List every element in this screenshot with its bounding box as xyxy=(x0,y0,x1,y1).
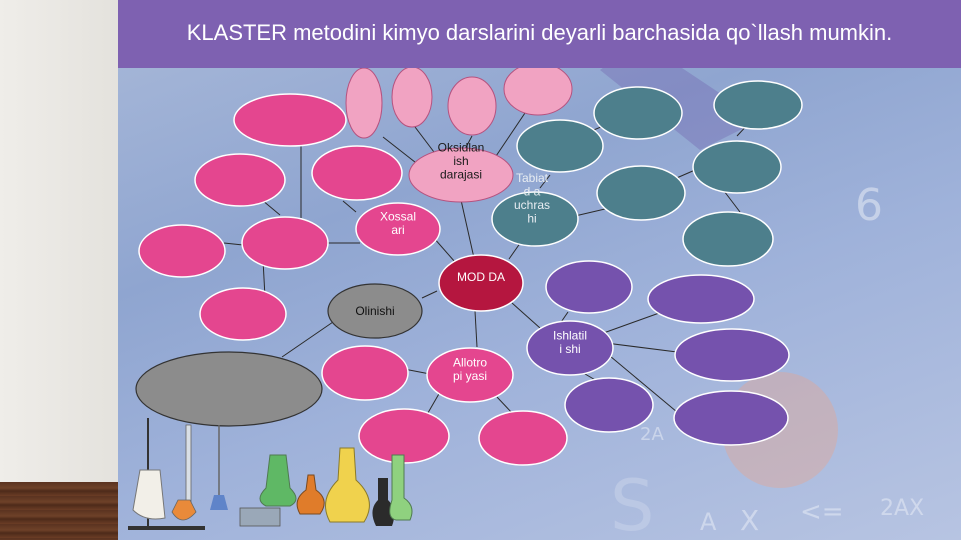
main-nodes xyxy=(327,147,614,403)
allotropiyasi-node xyxy=(426,347,514,403)
chemistry-glassware-icon xyxy=(128,418,413,530)
pink-blank-node xyxy=(321,345,409,401)
purple-blank-node xyxy=(673,390,789,446)
purple-blank-node xyxy=(647,274,755,324)
xossalari-node xyxy=(355,202,441,256)
teal-blank-node xyxy=(593,86,683,140)
light-pink-blank-node xyxy=(447,76,497,136)
teal-blank-node xyxy=(682,211,774,267)
olinishi-label: Olinishi xyxy=(355,304,394,318)
purple-cluster xyxy=(545,260,790,446)
left-pink-cluster xyxy=(138,93,403,341)
pink-blank-node xyxy=(478,410,568,466)
light-pink-blank-node xyxy=(345,67,383,139)
pink-blank-node xyxy=(138,224,226,278)
oksidlanish-node xyxy=(408,147,514,203)
background-2ax-mark: 2AX xyxy=(880,496,924,521)
teal-blank-node xyxy=(516,119,604,173)
background-arrow-mark: <= xyxy=(800,497,844,527)
teal-cluster xyxy=(516,80,803,267)
label-line: darajasi xyxy=(440,168,482,182)
center-node xyxy=(438,254,524,312)
olinishi-node xyxy=(327,283,423,339)
label-line: i shi xyxy=(559,342,580,356)
label-line: Oksidlan xyxy=(438,141,485,155)
purple-blank-node xyxy=(564,377,654,433)
label-line: d a xyxy=(524,184,541,198)
label-line: MOD DA xyxy=(457,270,505,284)
pink-blank-node xyxy=(194,153,286,207)
pink-blank-node xyxy=(311,145,403,201)
purple-blank-node xyxy=(545,260,633,314)
label-line: uchras xyxy=(514,198,550,212)
teal-blank-node xyxy=(713,80,803,130)
wood-floor xyxy=(0,482,118,540)
left-wall xyxy=(0,0,118,540)
label-line: ish xyxy=(453,154,468,168)
label-line: pi yasi xyxy=(453,369,487,383)
label-line: hi xyxy=(527,211,536,225)
bottom-pink-cluster xyxy=(321,345,568,466)
slide-title: KLASTER metodini kimyo darslarini deyarl… xyxy=(186,20,893,45)
top-light-pink-cluster xyxy=(345,62,573,139)
tabiatda-node xyxy=(491,191,579,247)
title-banner: KLASTER metodini kimyo darslarini deyarl… xyxy=(118,0,961,68)
light-pink-blank-node xyxy=(503,62,573,116)
teal-blank-node xyxy=(692,140,782,194)
label-line: Xossal xyxy=(380,209,416,223)
background-s-mark: S xyxy=(610,465,654,540)
teal-blank-node xyxy=(596,165,686,221)
center-label: MOD DA xyxy=(457,270,505,284)
label-line: Ishlatil xyxy=(553,328,587,342)
background-a-mark: A xyxy=(700,508,717,536)
ishlatilishi-node xyxy=(526,320,614,376)
label-line: Allotro xyxy=(453,355,487,369)
label-line: ari xyxy=(391,223,404,237)
gray-blank-node xyxy=(135,351,323,427)
light-pink-blank-node xyxy=(391,66,433,128)
background-x-mark: X xyxy=(740,504,759,537)
background-2a-mark: 2A xyxy=(640,424,664,445)
background-six-mark: 6 xyxy=(855,180,883,231)
label-line: Olinishi xyxy=(355,304,394,318)
pink-blank-node xyxy=(199,287,287,341)
label-line: Tabiat xyxy=(516,171,549,185)
pink-blank-node xyxy=(241,216,329,270)
pink-blank-node xyxy=(233,93,347,147)
purple-blank-node xyxy=(674,328,790,382)
